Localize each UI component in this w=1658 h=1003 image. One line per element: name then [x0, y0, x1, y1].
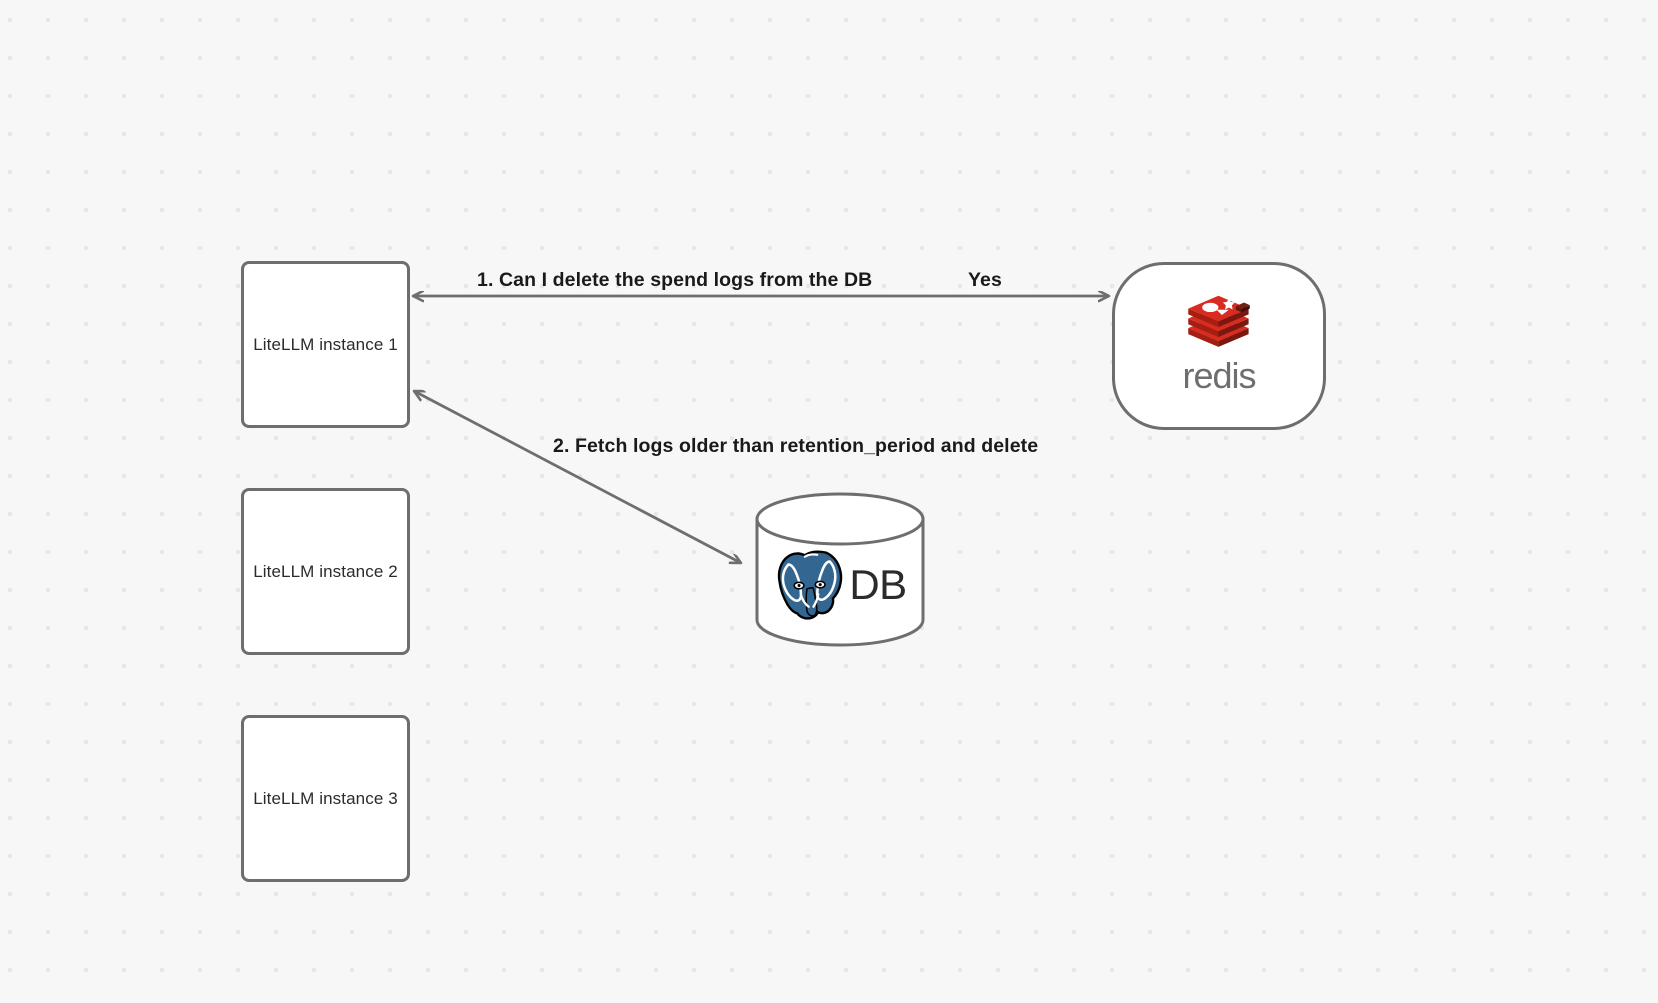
node-label: LiteLLM instance 2: [253, 561, 398, 581]
node-label: LiteLLM instance 3: [253, 788, 398, 808]
node-redis[interactable]: redis: [1112, 262, 1326, 430]
db-label: DB: [849, 560, 907, 608]
node-litellm-instance-3[interactable]: LiteLLM instance 3: [241, 715, 410, 882]
edge-litellm1-db: [414, 391, 741, 563]
node-litellm-instance-2[interactable]: LiteLLM instance 2: [241, 488, 410, 655]
edge-label-step-1: 1. Can I delete the spend logs from the …: [477, 269, 873, 291]
db-content-wrap: DB: [754, 492, 926, 647]
edge-label-step-1-response: Yes: [968, 269, 1002, 291]
postgresql-elephant-icon: [778, 550, 843, 620]
edge-label-step-2: 2. Fetch logs older than retention_perio…: [553, 435, 1039, 457]
redis-logo: redis: [1160, 290, 1278, 402]
node-database[interactable]: DB: [754, 492, 926, 647]
node-label: LiteLLM instance 1: [253, 334, 398, 354]
node-litellm-instance-1[interactable]: LiteLLM instance 1: [241, 261, 410, 428]
svg-text:redis: redis: [1182, 357, 1255, 396]
